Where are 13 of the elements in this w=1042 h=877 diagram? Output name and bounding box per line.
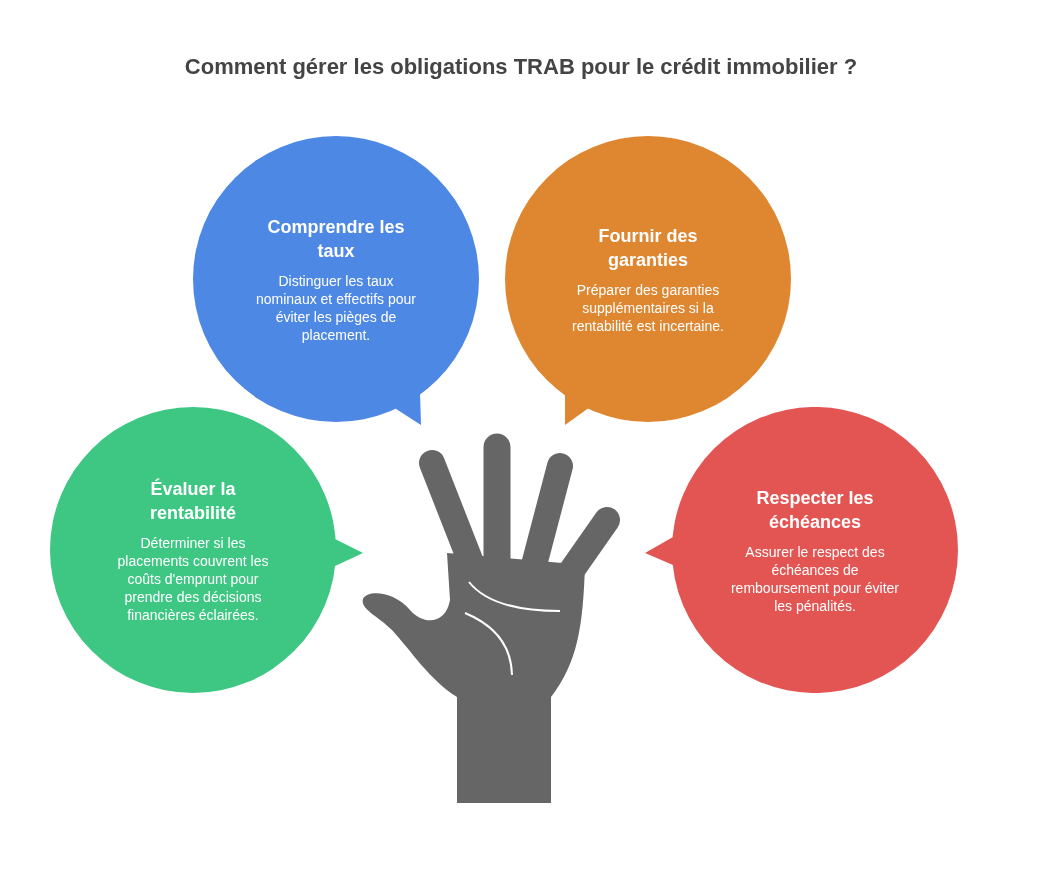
bubble-heading: Comprendre les taux — [266, 215, 406, 263]
speech-bubble — [50, 407, 363, 693]
bubble-text: Préparer des garanties supplémentaires si la rentabilité est incertaine. — [571, 280, 725, 335]
bubble-heading: Évaluer la rentabilité — [149, 477, 237, 525]
bubble-text: Assurer le respect des échéances de remboursement pour éviter les pénalités. — [729, 542, 901, 615]
speech-bubble — [645, 407, 958, 693]
speech-bubble — [505, 136, 791, 425]
bubble-text: Distinguer les taux nominaux et effectifs pour éviter les pièges de placement. — [254, 271, 418, 344]
bubble-heading: Fournir des garanties — [597, 224, 699, 272]
speech-bubble — [193, 136, 479, 425]
diagram-title: Comment gérer les obligations TRAB pour le crédit immobilier ? — [184, 54, 858, 80]
bubble-heading: Respecter les échéances — [755, 486, 875, 534]
bubble-text: Déterminer si les placements couvrent les coûts d'emprunt pour prendre des décisions financières éclairées. — [116, 533, 270, 624]
